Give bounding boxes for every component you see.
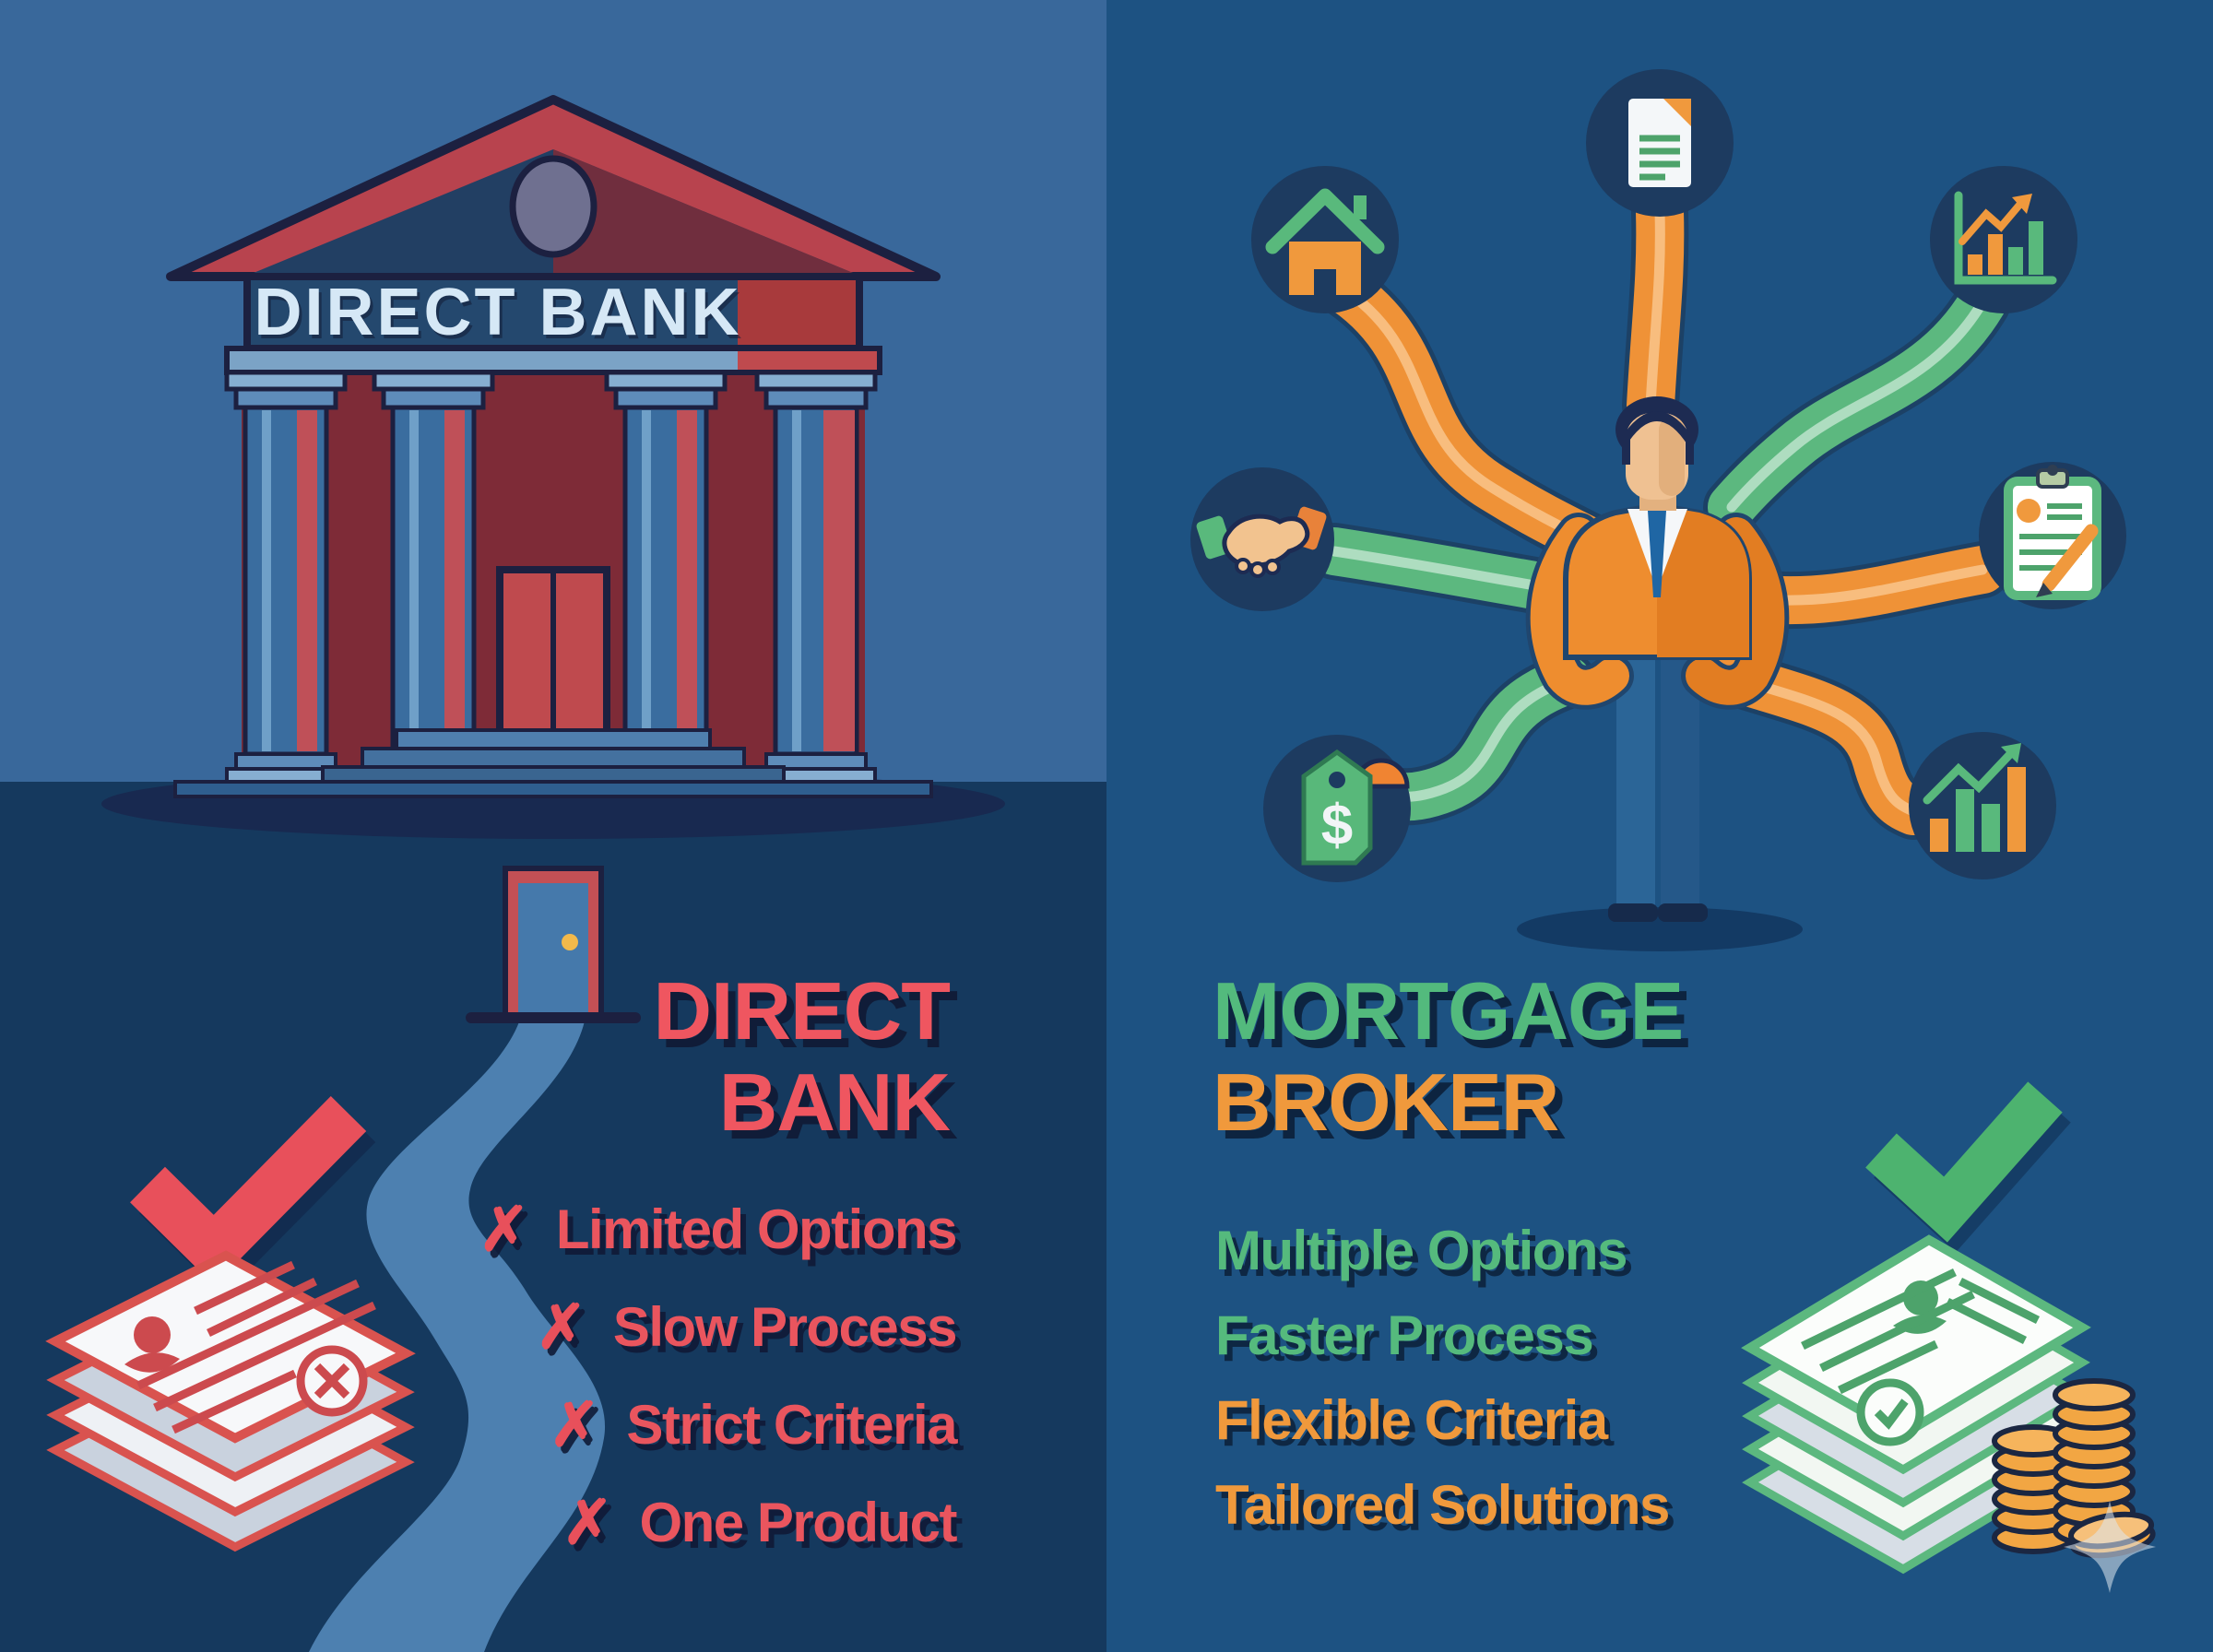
drawback-label: Limited Options bbox=[555, 1198, 958, 1260]
bank-sign-band bbox=[224, 273, 882, 375]
house-icon bbox=[1251, 166, 1399, 313]
drawback-label: One Product bbox=[639, 1492, 957, 1553]
document-icon bbox=[1586, 69, 1734, 217]
hair bbox=[1626, 411, 1688, 446]
line-chart-icon bbox=[1930, 166, 2077, 313]
cross-mark-icon: ✗ bbox=[562, 1488, 613, 1556]
connection-ribbons bbox=[1306, 183, 2011, 840]
direct-bank-heading-line1: DIRECT bbox=[653, 965, 951, 1056]
bank-building-illustration bbox=[166, 95, 941, 798]
direct-bank-heading: DIRECT BANK bbox=[653, 965, 951, 1148]
benefit-item: Tailored Solutions bbox=[1215, 1474, 1670, 1536]
benefit-item: Faster Process bbox=[1215, 1304, 1594, 1366]
clipboard-icon bbox=[1979, 462, 2126, 609]
pediment-window bbox=[509, 155, 598, 258]
bank-column bbox=[754, 370, 878, 784]
approved-stamp-icon bbox=[1856, 1378, 1924, 1446]
rejected-documents-illustration bbox=[45, 1250, 416, 1552]
mortgage-broker-heading-line1: MORTGAGE bbox=[1213, 965, 1684, 1056]
exit-door bbox=[466, 866, 641, 1023]
drawback-item: ✗ Slow Process bbox=[536, 1292, 958, 1363]
bank-door bbox=[496, 566, 610, 736]
sparkle-icon bbox=[2064, 1501, 2156, 1593]
dollar-sign: $ bbox=[1321, 794, 1353, 857]
mortgage-broker-heading-line2: BROKER bbox=[1213, 1056, 1559, 1148]
coin-stack-icon bbox=[1992, 1378, 2156, 1559]
approved-documents-illustration bbox=[1741, 1234, 2091, 1575]
door-knob bbox=[562, 934, 578, 950]
bank-column bbox=[604, 370, 728, 784]
bank-pediment bbox=[166, 95, 941, 281]
benefit-item: Flexible Criteria bbox=[1215, 1389, 1608, 1451]
cross-mark-icon: ✗ bbox=[549, 1390, 600, 1458]
rejected-stamp-icon bbox=[296, 1345, 368, 1417]
direct-bank-drawback-list: ✗ Limited Options ✗ Slow Process ✗ Stric… bbox=[479, 1194, 958, 1558]
drawback-item: ✗ One Product bbox=[562, 1487, 958, 1558]
pencil-icon bbox=[2036, 524, 2099, 597]
connection-ribbon bbox=[1705, 649, 1942, 840]
bank-steps bbox=[173, 728, 933, 798]
connection-ribbon bbox=[1622, 183, 1689, 434]
direct-bank-heading-line2: BANK bbox=[718, 1056, 951, 1148]
cross-mark-icon: ✗ bbox=[536, 1292, 586, 1361]
drawback-label: Slow Process bbox=[612, 1296, 958, 1358]
drawback-item: ✗ Limited Options bbox=[479, 1194, 958, 1265]
door-threshold bbox=[466, 1012, 641, 1023]
bank-column bbox=[224, 370, 348, 784]
drawback-label: Strict Criteria bbox=[626, 1394, 957, 1456]
mortgage-broker-heading: MORTGAGE BROKER bbox=[1213, 965, 1684, 1148]
green-checkmark-icon bbox=[1865, 1081, 2071, 1253]
bank-columns bbox=[224, 370, 878, 784]
cross-mark-icon: ✗ bbox=[479, 1195, 529, 1263]
price-tag-icon: $ bbox=[1263, 735, 1411, 882]
connection-ribbon bbox=[1310, 257, 1624, 572]
benefit-item: Multiple Options bbox=[1215, 1220, 1627, 1281]
drawback-item: ✗ Strict Criteria bbox=[549, 1389, 958, 1460]
bar-chart-icon bbox=[1909, 732, 2056, 879]
bank-column bbox=[372, 370, 495, 784]
connection-ribbon bbox=[1703, 274, 2011, 536]
mortgage-broker-figure bbox=[1517, 396, 1803, 951]
winding-path bbox=[309, 1017, 606, 1652]
handshake-icon bbox=[1190, 467, 1334, 611]
bank-sign-label: DIRECT BANK bbox=[254, 276, 742, 349]
tie bbox=[1648, 511, 1666, 597]
mortgage-broker-benefit-list: Multiple Options Faster Process Flexible… bbox=[1215, 1219, 1670, 1537]
